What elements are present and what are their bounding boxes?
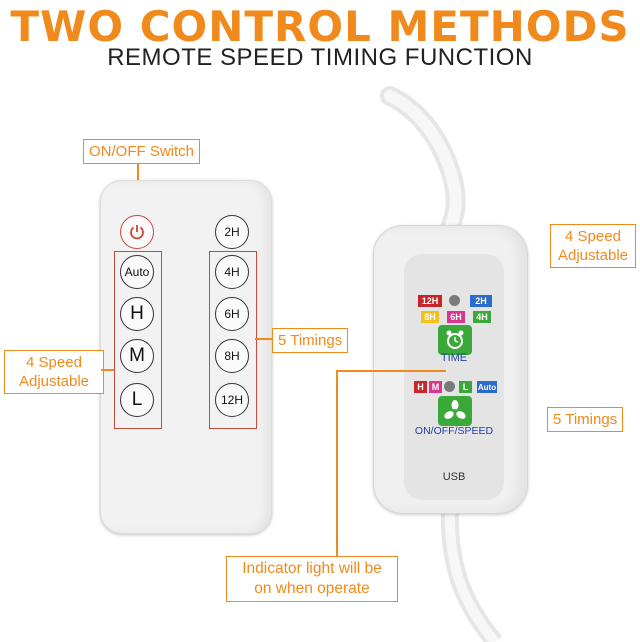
speed-right-callout-line1: 4 Speed [565, 228, 621, 245]
timer-6h-tag: 6H [447, 311, 465, 323]
timer-2h-button[interactable]: 2H [215, 215, 249, 249]
speed-right-callout-line2: Adjustable [557, 247, 629, 264]
indicator-callout-line2: on when operate [254, 580, 370, 597]
page-subtitle: REMOTE SPEED TIMING FUNCTION [107, 44, 533, 71]
timer-12h-button[interactable]: 12H [215, 383, 249, 417]
timer-buttons-highlight [209, 251, 257, 429]
time-button[interactable] [438, 325, 472, 355]
timer-8h-button[interactable]: 8H [215, 339, 249, 373]
timer-indicator-light [449, 295, 460, 306]
indicator-line-horizontal [336, 370, 446, 372]
timings-right-callout: 5 Timings [547, 407, 624, 432]
power-icon [130, 225, 144, 240]
onoff-speed-button[interactable] [438, 396, 472, 426]
speed-l-tag: L [459, 381, 472, 393]
alarm-clock-icon [446, 330, 464, 349]
speed-low-button[interactable]: L [120, 383, 154, 417]
timer-2h-tag: 2H [470, 295, 492, 307]
indicator-callout-line1: Indicator light will be [242, 560, 382, 577]
controller-panel [404, 254, 504, 500]
timer-8h-tag: 8H [421, 311, 439, 323]
page-title: TWO CONTROL METHODS [10, 2, 630, 51]
speed-right-callout: 4 Speed Adjustable [550, 224, 636, 268]
speed-left-callout: 4 Speed Adjustable [4, 350, 104, 394]
speed-indicator-light [444, 381, 455, 392]
usb-label: USB [442, 471, 466, 483]
speed-left-callout-line1: 4 Speed [26, 354, 82, 371]
speed-auto-button[interactable]: Auto [120, 255, 154, 289]
timer-4h-button[interactable]: 4H [215, 255, 249, 289]
power-button[interactable] [120, 215, 154, 249]
timings-mid-callout: 5 Timings [272, 328, 349, 353]
indicator-line-vertical [336, 370, 338, 557]
speed-buttons-highlight [114, 251, 162, 429]
timer-4h-tag: 4H [473, 311, 491, 323]
timer-12h-tag: 12H [418, 295, 442, 307]
speed-m-tag: M [429, 381, 442, 393]
speed-medium-button[interactable]: M [120, 339, 154, 373]
speed-left-callout-line2: Adjustable [18, 373, 90, 390]
onoff-speed-label: ON/OFF/SPEED [414, 425, 494, 437]
onoff-callout: ON/OFF Switch [83, 139, 201, 164]
speed-auto-tag: Auto [477, 381, 497, 393]
speed-left-callout-line [101, 369, 114, 371]
timer-6h-button[interactable]: 6H [215, 297, 249, 331]
indicator-callout: Indicator light will be on when operate [226, 556, 398, 602]
fan-icon [444, 400, 466, 419]
speed-high-button[interactable]: H [120, 297, 154, 331]
time-label: TIME [440, 352, 468, 364]
timings-mid-callout-line [255, 338, 272, 340]
speed-h-tag: H [414, 381, 427, 393]
